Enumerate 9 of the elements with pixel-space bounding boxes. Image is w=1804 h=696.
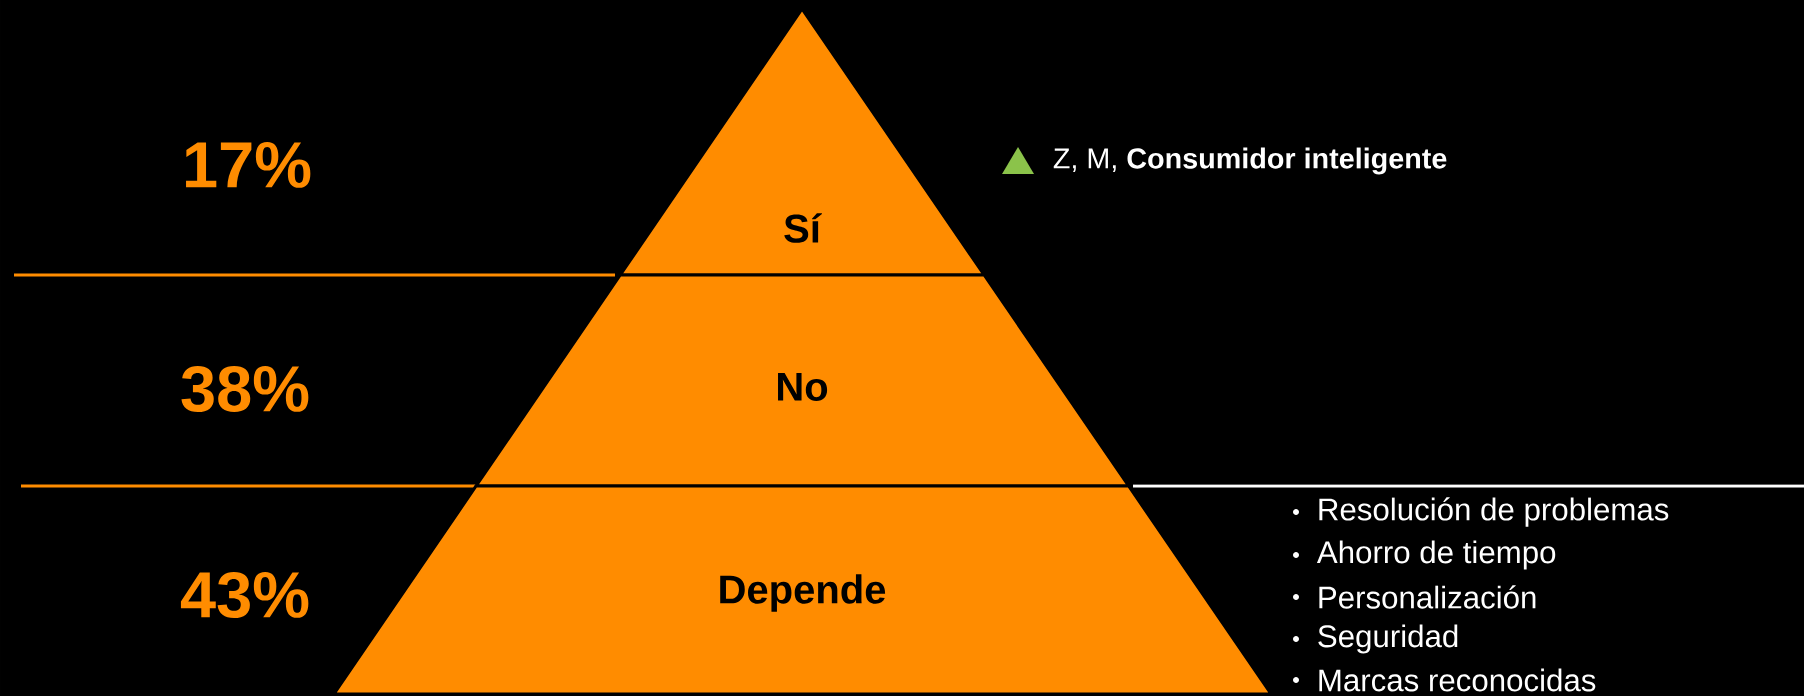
list-item: Resolución de problemas [1319, 497, 1669, 527]
note: Z, M, Consumidor inteligente [1053, 147, 1447, 175]
list-item: Seguridad [1318, 624, 1458, 654]
percentage: 43% [180, 571, 309, 619]
list-item: Marcas reconocidas [1319, 668, 1596, 692]
list-item: Personalización [1319, 585, 1536, 609]
percentage: 38% [181, 365, 309, 413]
percentage: 17% [186, 142, 311, 188]
list-item: Ahorro de tiempo [1316, 540, 1556, 570]
